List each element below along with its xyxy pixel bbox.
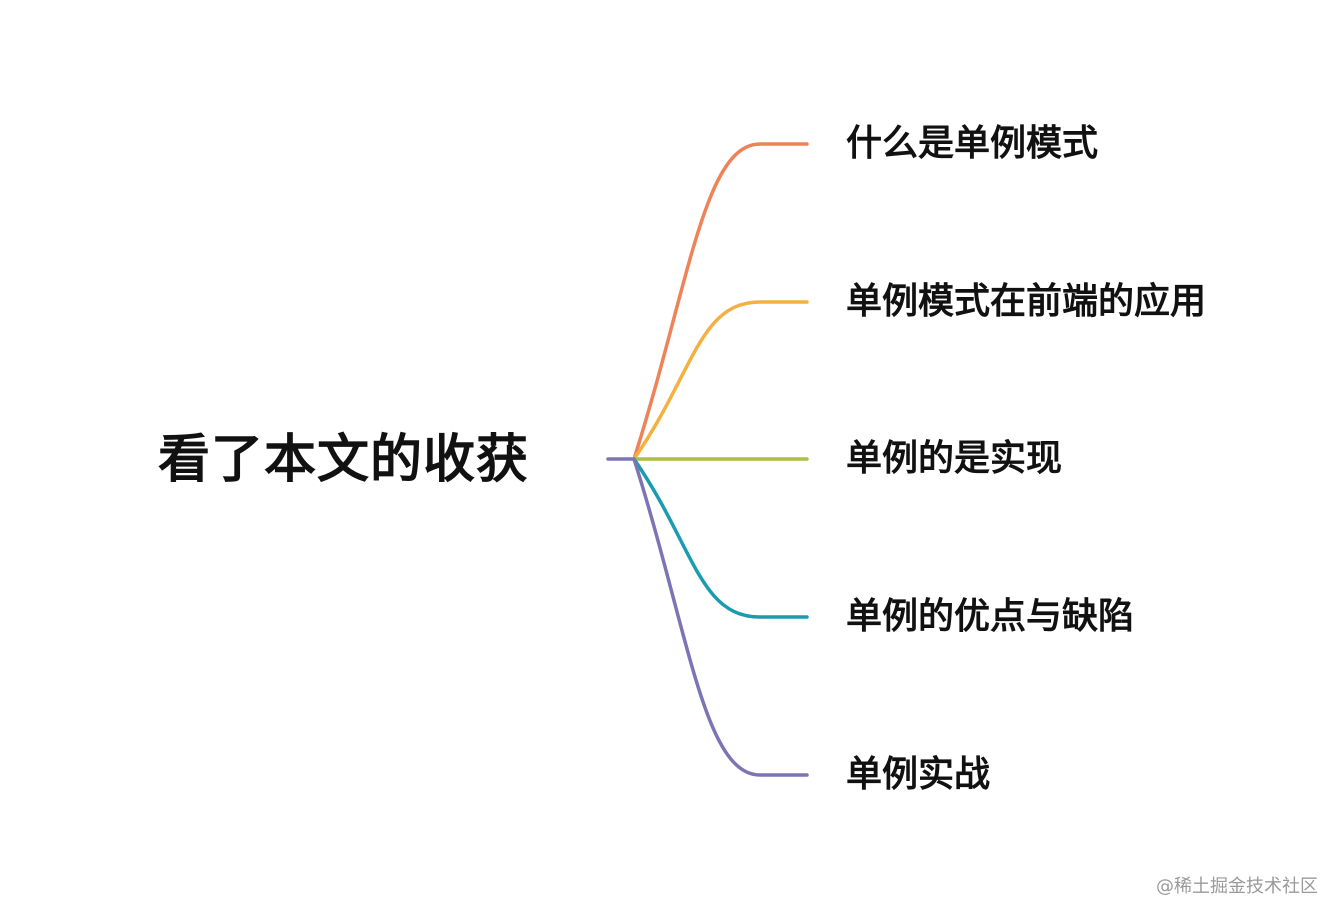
branch-connector-line <box>632 457 809 619</box>
branch-connector-line <box>632 142 809 461</box>
branch-topic-practice[interactable]: 单例实战 <box>846 754 991 795</box>
branch-connector-line <box>632 300 809 461</box>
branch-topic-frontend-applications[interactable]: 单例模式在前端的应用 <box>846 281 1207 322</box>
root-topic[interactable]: 看了本文的收获 <box>158 430 530 490</box>
branch-connector-line <box>632 457 809 777</box>
branch-topic-implementation[interactable]: 单例的是实现 <box>846 438 1063 479</box>
branch-topic-pros-and-cons[interactable]: 单例的优点与缺陷 <box>846 596 1135 637</box>
watermark-text: @稀土掘金技术社区 <box>1156 876 1318 897</box>
branch-topic-what-is-singleton[interactable]: 什么是单例模式 <box>846 123 1099 164</box>
